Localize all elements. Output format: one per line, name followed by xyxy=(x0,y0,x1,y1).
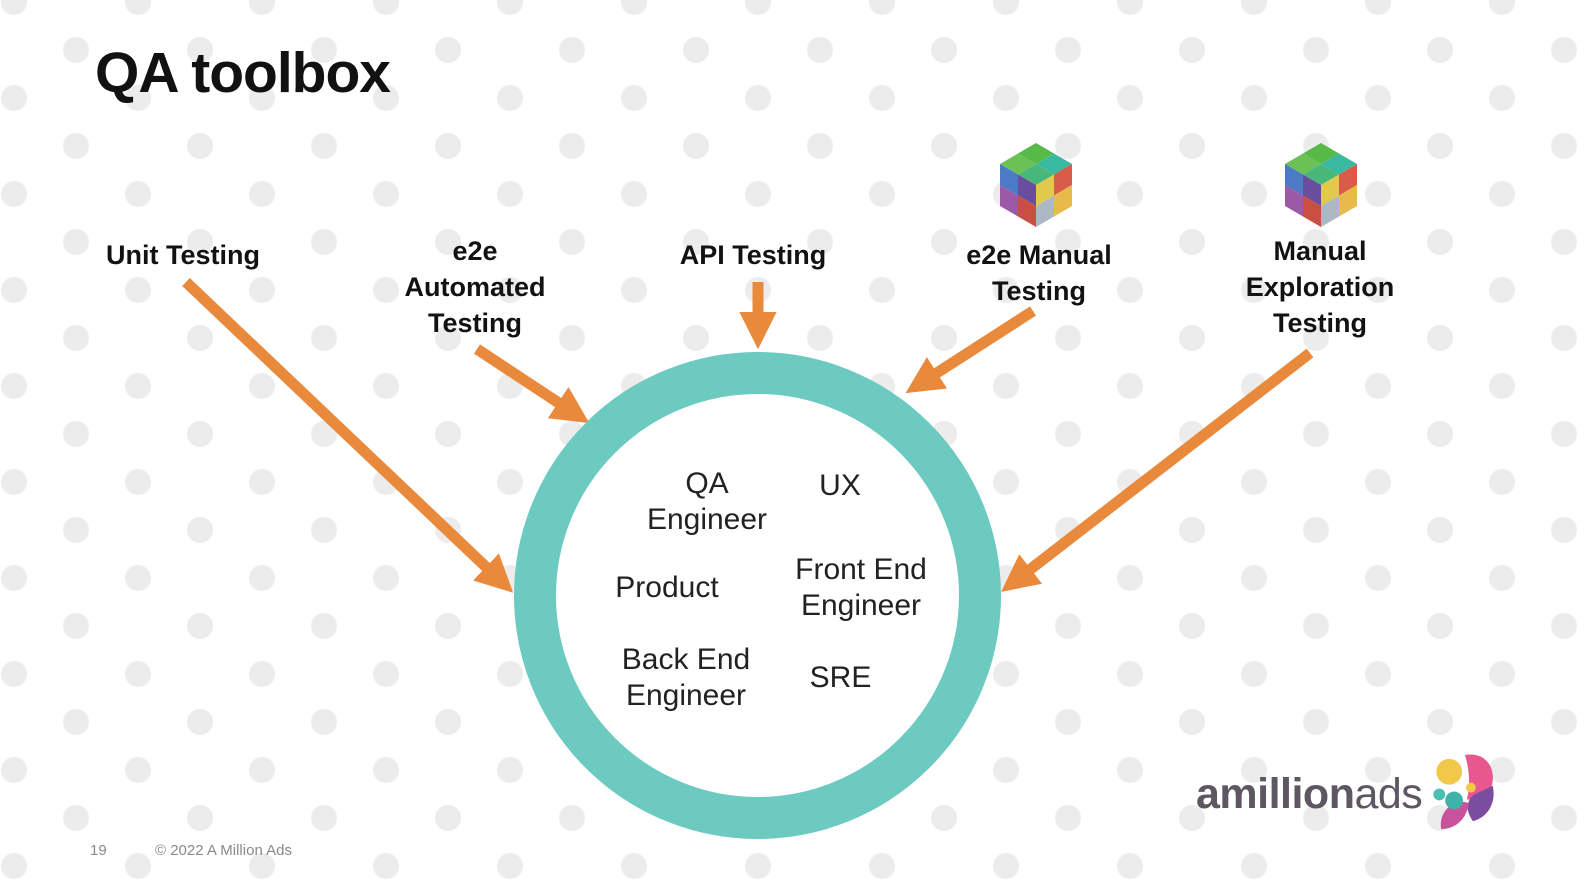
label-unit-testing: Unit Testing xyxy=(106,240,260,270)
page-number: 19 xyxy=(90,842,107,859)
role-product: Product xyxy=(615,571,719,604)
copyright-text: © 2022 A Million Ads xyxy=(155,842,292,859)
brand-text-amillion: amillion xyxy=(1196,769,1355,818)
role-ux: UX xyxy=(819,469,861,502)
role-sre: SRE xyxy=(809,661,872,694)
label-e2e-manual-testing: e2e Manual Testing xyxy=(966,240,1112,306)
role-front-end-engineer: Front End Engineer xyxy=(795,553,927,622)
arrow-manual-exploration-testing xyxy=(1001,348,1314,592)
brand-logo: amillionads xyxy=(1196,752,1498,836)
cube-hex-icon-e2e-manual xyxy=(996,142,1076,228)
brand-logo-text: amillionads xyxy=(1196,769,1423,818)
cube-hex-icon-manual-exploration xyxy=(1281,142,1361,228)
role-qa-engineer: QA Engineer xyxy=(646,467,768,536)
label-api-testing: API Testing xyxy=(679,240,827,270)
brand-text-ads: ads xyxy=(1354,769,1423,818)
brand-logo-icon xyxy=(1433,754,1494,830)
label-manual-exploration-testing: Manual Exploration Testing xyxy=(1245,236,1395,338)
arrow-e2e-manual-testing xyxy=(905,306,1036,394)
arrow-e2e-automated-testing xyxy=(473,344,590,424)
slide-title: QA toolbox xyxy=(95,41,391,105)
label-e2e-automated-testing: e2e Automated Testing xyxy=(404,236,546,338)
role-back-end-engineer: Back End Engineer xyxy=(621,643,751,712)
